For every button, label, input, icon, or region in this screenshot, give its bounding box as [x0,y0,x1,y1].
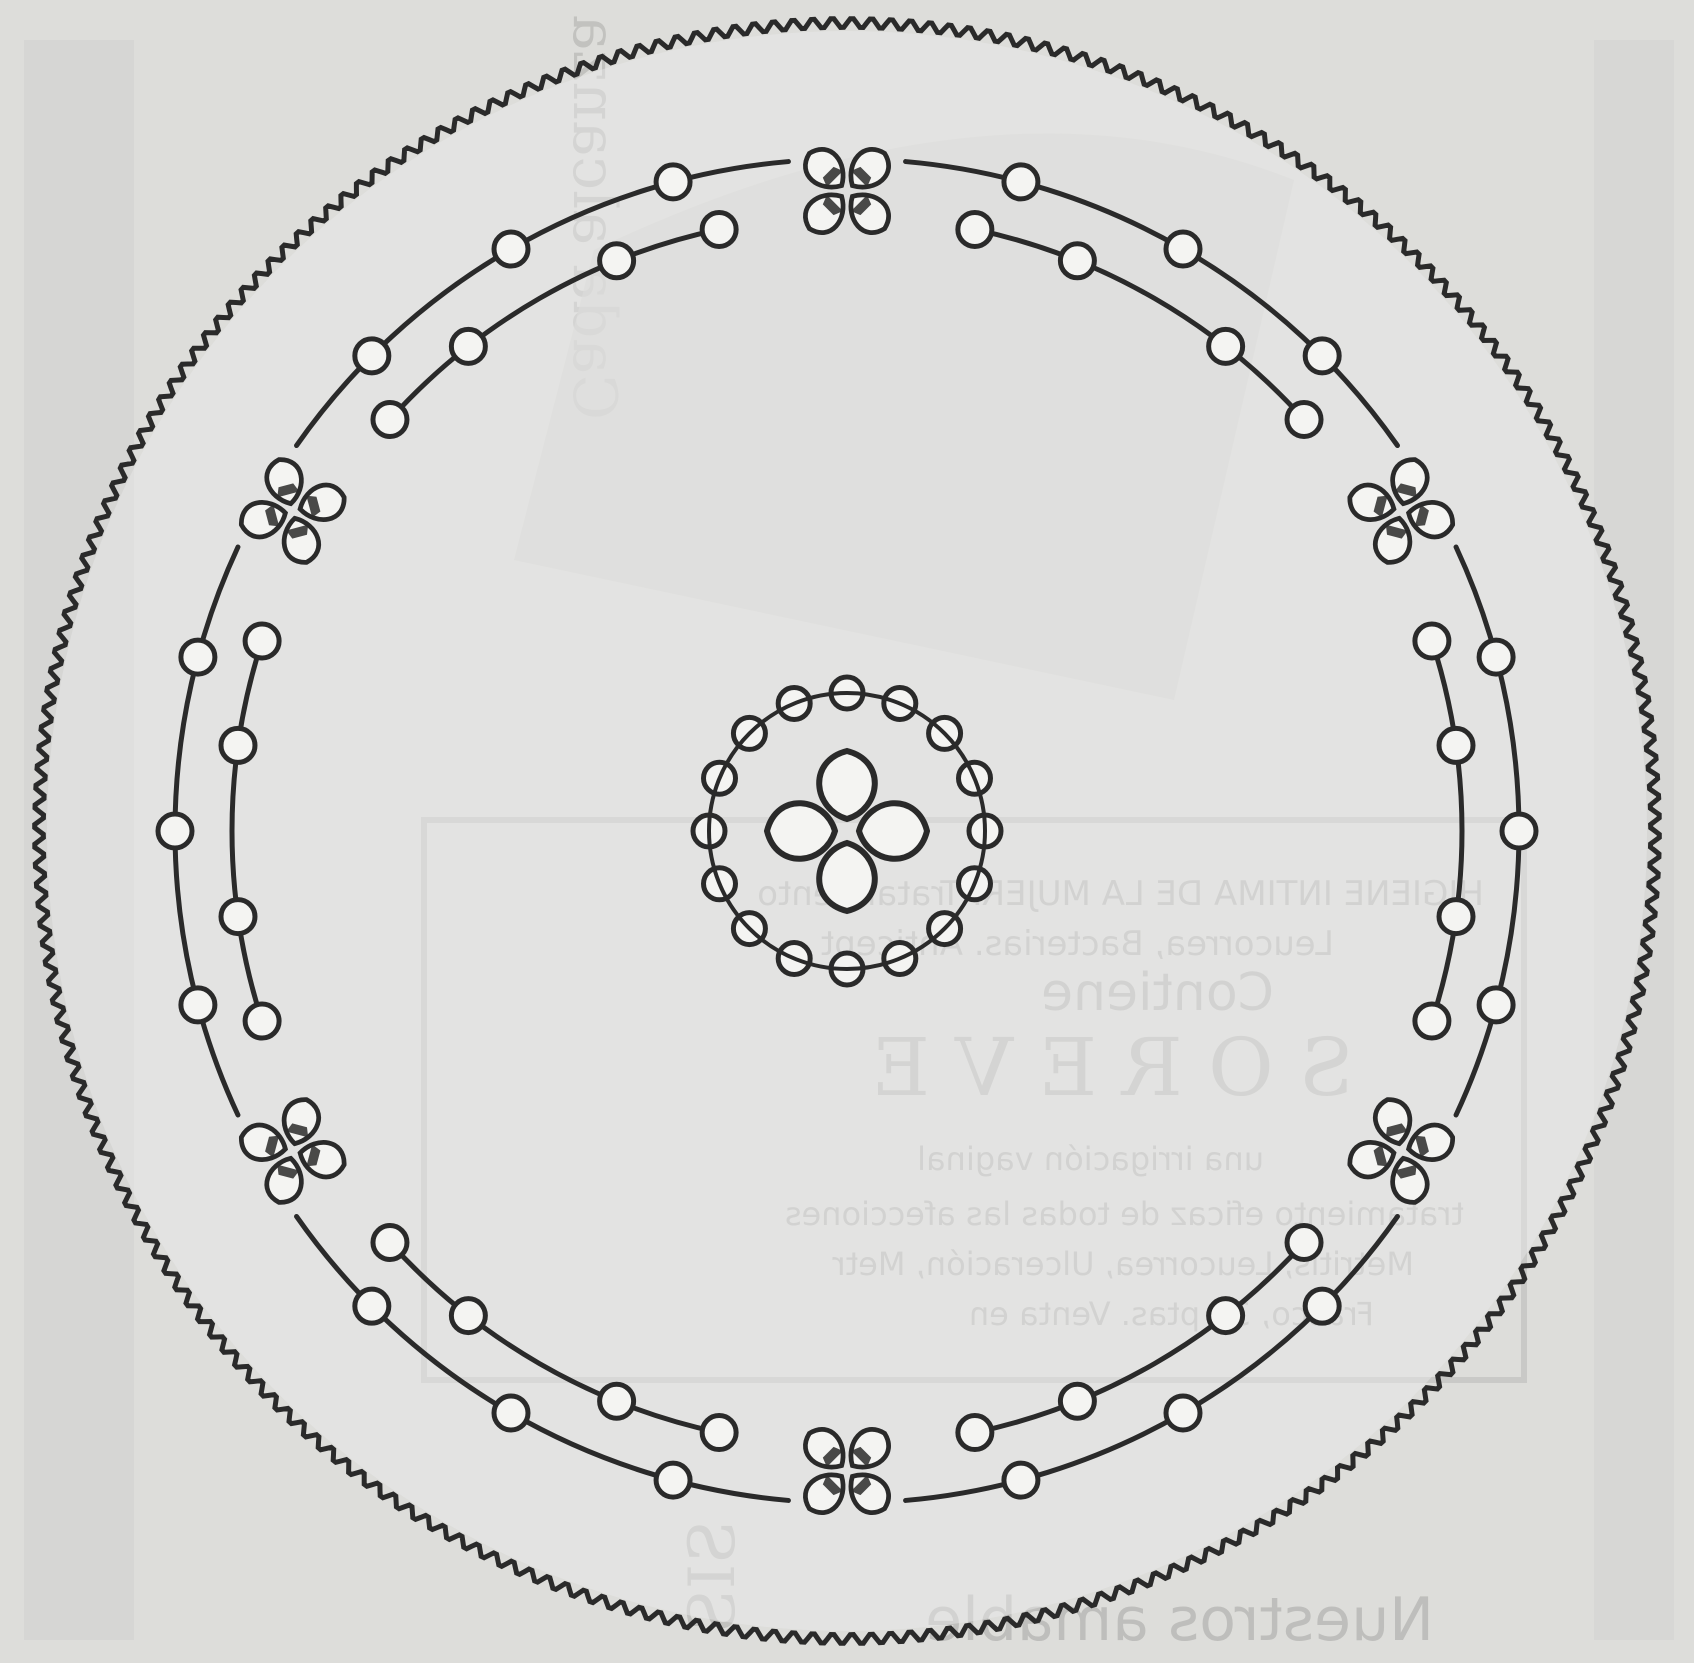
eyelet-dot-icon [245,624,279,658]
eyelet-dot-icon [656,165,690,199]
eyelet-dot-icon [221,728,255,762]
eyelet-dot-icon [702,1416,736,1450]
eyelet-dot-icon [600,1384,634,1418]
eyelet-dot-icon [1479,988,1513,1022]
eyelet-dot-icon [1209,329,1243,363]
eyelet-dot-icon [451,1299,485,1333]
eyelet-dot-icon [1166,232,1200,266]
eyelet-dot-icon [1287,1226,1321,1260]
eyelet-dot-icon [656,1463,690,1497]
eyelet-dot-icon [958,1416,992,1450]
eyelet-dot-icon [355,339,389,373]
eyelet-dot-icon [1439,900,1473,934]
eyelet-dot-icon [158,814,192,848]
eyelet-dot-icon [181,988,215,1022]
eyelet-dot-icon [451,329,485,363]
eyelet-dot-icon [1004,165,1038,199]
eyelet-dot-icon [373,402,407,436]
eyelet-dot-icon [1305,1289,1339,1323]
eyelet-dot-icon [1166,1396,1200,1430]
eyelet-dot-icon [1060,244,1094,278]
eyelet-dot-icon [1415,624,1449,658]
eyelet-dot-icon [1060,1384,1094,1418]
eyelet-dot-icon [494,232,528,266]
center-petal-icon [819,751,875,819]
eyelet-dot-icon [494,1396,528,1430]
eyelet-dot-icon [600,244,634,278]
eyelet-dot-icon [1287,402,1321,436]
doily-paper-fill [47,31,1647,1631]
eyelet-dot-icon [958,212,992,246]
eyelet-dot-icon [181,640,215,674]
eyelet-dot-icon [373,1226,407,1260]
eyelet-dot-icon [1209,1299,1243,1333]
eyelet-dot-icon [1502,814,1536,848]
eyelet-dot-icon [1439,728,1473,762]
eyelet-dot-icon [1004,1463,1038,1497]
center-petal-icon [859,803,927,859]
eyelet-dot-icon [245,1004,279,1038]
eyelet-dot-icon [221,900,255,934]
center-petal-icon [767,803,835,859]
eyelet-dot-icon [355,1289,389,1323]
center-petal-icon [819,843,875,911]
eyelet-dot-icon [1479,640,1513,674]
eyelet-dot-icon [1305,339,1339,373]
eyelet-dot-icon [702,212,736,246]
eyelet-dot-icon [1415,1004,1449,1038]
